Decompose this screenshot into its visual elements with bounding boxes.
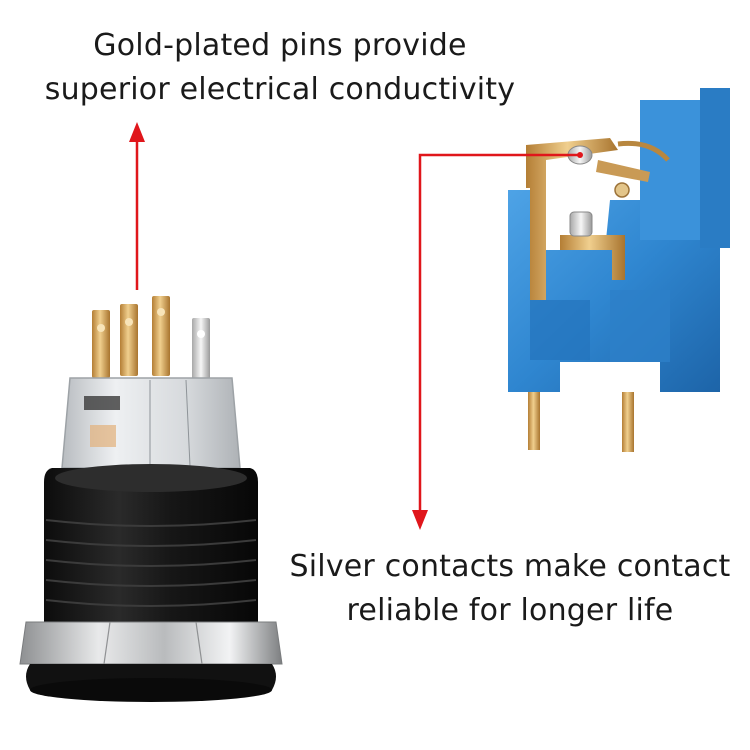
microswitch-contact-icon bbox=[508, 88, 730, 452]
caption-silver-contacts: Silver contacts make contact reliable fo… bbox=[270, 545, 750, 633]
arrow-gold-pins bbox=[129, 122, 145, 290]
caption-gold-pins-line1: Gold-plated pins provide bbox=[93, 28, 467, 63]
caption-gold-pins: Gold-plated pins provide superior electr… bbox=[0, 24, 560, 112]
gold-pins bbox=[92, 296, 210, 380]
arrow-silver-contacts bbox=[412, 152, 583, 530]
caption-gold-pins-line2: superior electrical conductivity bbox=[44, 72, 516, 107]
caption-silver-contacts-line2: reliable for longer life bbox=[346, 593, 674, 628]
caption-silver-contacts-line1: Silver contacts make contact bbox=[289, 549, 731, 584]
push-button-switch-icon bbox=[19, 296, 283, 702]
